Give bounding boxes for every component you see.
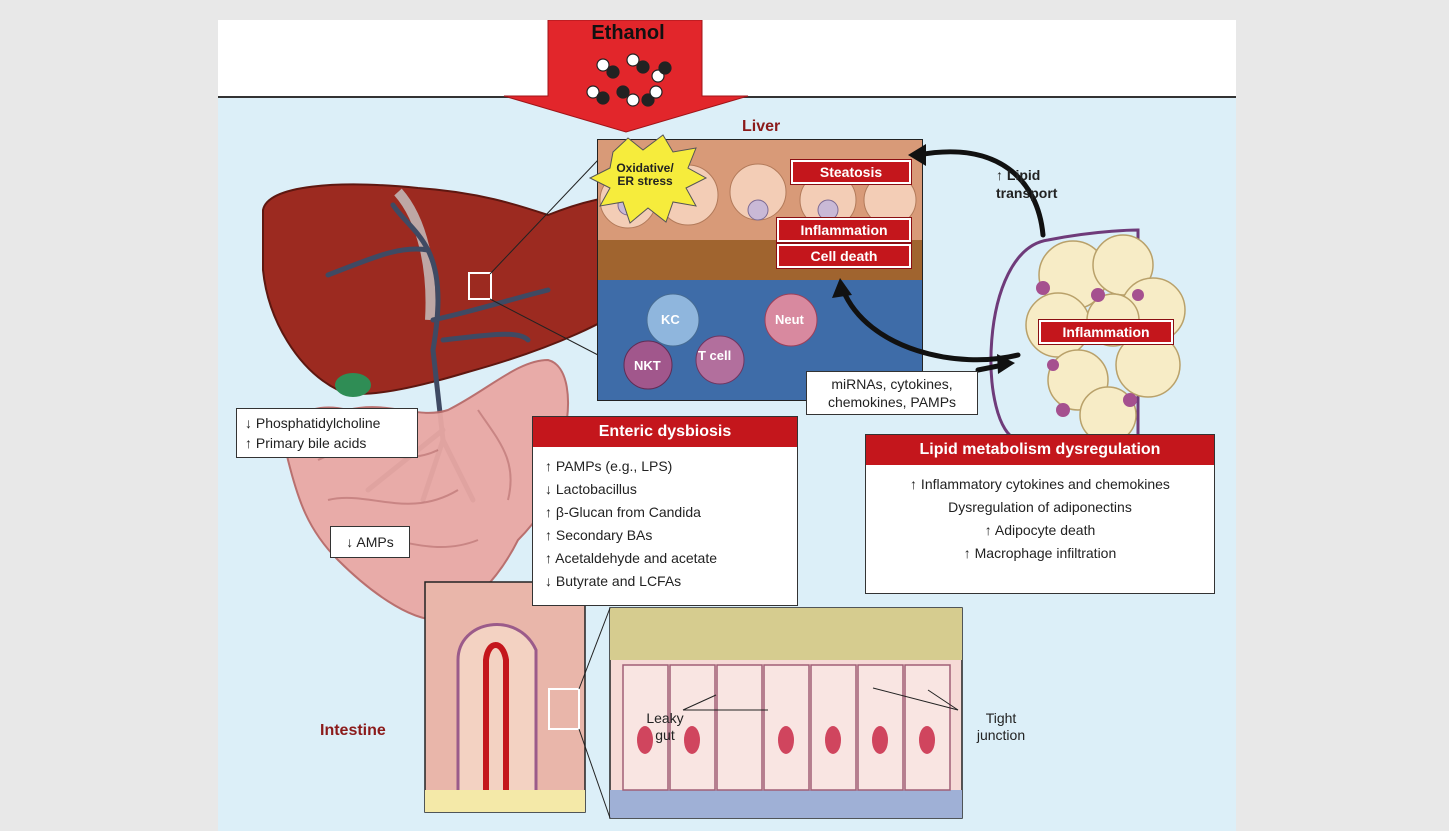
amps-box: ↓ AMPs bbox=[330, 526, 410, 558]
enteric-dysbiosis-title: Enteric dysbiosis bbox=[533, 417, 797, 447]
cell-death-tag: Cell death bbox=[777, 244, 911, 268]
enteric-dysbiosis-box: Enteric dysbiosis ↑ PAMPs (e.g., LPS) ↓ … bbox=[532, 416, 798, 606]
mirna-line-2: chemokines, PAMPs bbox=[807, 393, 977, 411]
neut-cell-label: Neut bbox=[775, 312, 804, 327]
amps-label: ↓ AMPs bbox=[346, 534, 393, 550]
lipid-transport-label: ↑ Lipid transport bbox=[996, 166, 1080, 202]
lipid-dysregulation-box: Lipid metabolism dysregulation ↑ Inflamm… bbox=[865, 434, 1215, 594]
bile-item: ↑ Primary bile acids bbox=[245, 433, 409, 453]
bile-box: ↓ Phosphatidylcholine ↑ Primary bile aci… bbox=[236, 408, 418, 458]
lipid-dysregulation-title: Lipid metabolism dysregulation bbox=[866, 435, 1214, 465]
epithelium-zoom bbox=[579, 608, 962, 818]
enteric-item: ↓ Lactobacillus bbox=[545, 478, 785, 501]
intestine-label: Intestine bbox=[320, 722, 386, 740]
ethanol-label: Ethanol bbox=[578, 22, 678, 45]
figure: Ethanol Liver Intestine Oxidative/ ER st… bbox=[218, 20, 1236, 831]
leaky-gut-label: Leaky gut bbox=[641, 710, 689, 744]
mirna-box: miRNAs, cytokines, chemokines, PAMPs bbox=[806, 371, 978, 415]
kc-cell-label: KC bbox=[661, 312, 680, 327]
mirna-line-1: miRNAs, cytokines, bbox=[807, 375, 977, 393]
tight-junction-label: Tight junction bbox=[966, 710, 1036, 744]
oxidative-stress-label: Oxidative/ ER stress bbox=[610, 162, 680, 188]
intestine-illustration bbox=[286, 360, 568, 620]
enteric-item: ↑ PAMPs (e.g., LPS) bbox=[545, 455, 785, 478]
liver-label: Liver bbox=[742, 118, 780, 136]
inflammation-liver-tag: Inflammation bbox=[777, 218, 911, 242]
lipid-item: ↑ Adipocyte death bbox=[876, 519, 1204, 542]
enteric-item: ↓ Butyrate and LCFAs bbox=[545, 570, 785, 593]
villus-inset bbox=[425, 582, 585, 812]
t-cell-label: T cell bbox=[698, 348, 731, 363]
enteric-item: ↑ β-Glucan from Candida bbox=[545, 501, 785, 524]
steatosis-tag: Steatosis bbox=[791, 160, 911, 184]
lipid-item: ↑ Macrophage infiltration bbox=[876, 542, 1204, 565]
lipid-item: Dysregulation of adiponectins bbox=[876, 496, 1204, 519]
enteric-item: ↑ Acetaldehyde and acetate bbox=[545, 547, 785, 570]
bile-item: ↓ Phosphatidylcholine bbox=[245, 413, 409, 433]
inflammation-adipose-tag: Inflammation bbox=[1039, 320, 1173, 344]
enteric-item: ↑ Secondary BAs bbox=[545, 524, 785, 547]
nkt-cell-label: NKT bbox=[634, 358, 661, 373]
lipid-item: ↑ Inflammatory cytokines and chemokines bbox=[876, 473, 1204, 496]
